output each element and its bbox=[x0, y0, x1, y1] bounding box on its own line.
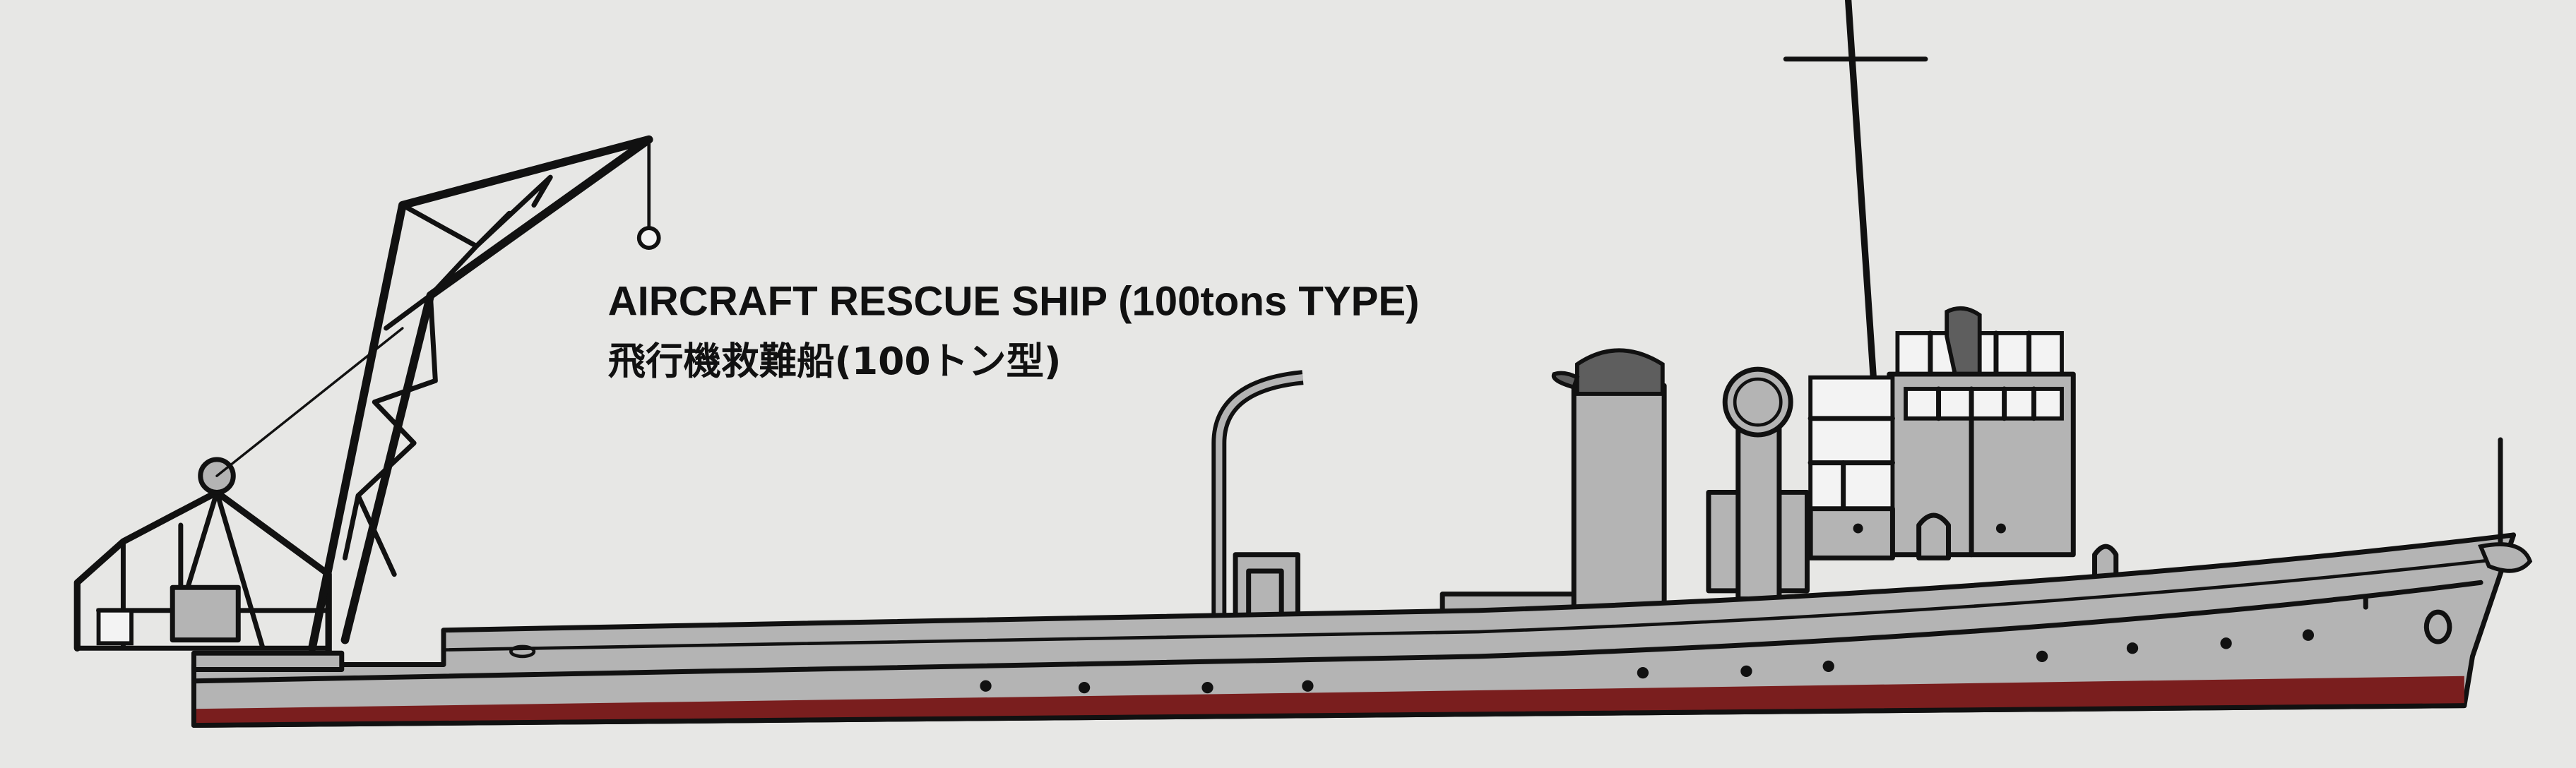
bridge bbox=[1808, 306, 2119, 585]
title-english: AIRCRAFT RESCUE SHIP (100tons TYPE) bbox=[608, 278, 1420, 324]
crane bbox=[73, 135, 661, 672]
title-japanese: 飛行機救難船(100トン型) bbox=[608, 339, 1062, 383]
hull bbox=[191, 437, 2533, 728]
ventilator-round bbox=[1706, 366, 1810, 602]
funnel bbox=[1440, 348, 1667, 623]
